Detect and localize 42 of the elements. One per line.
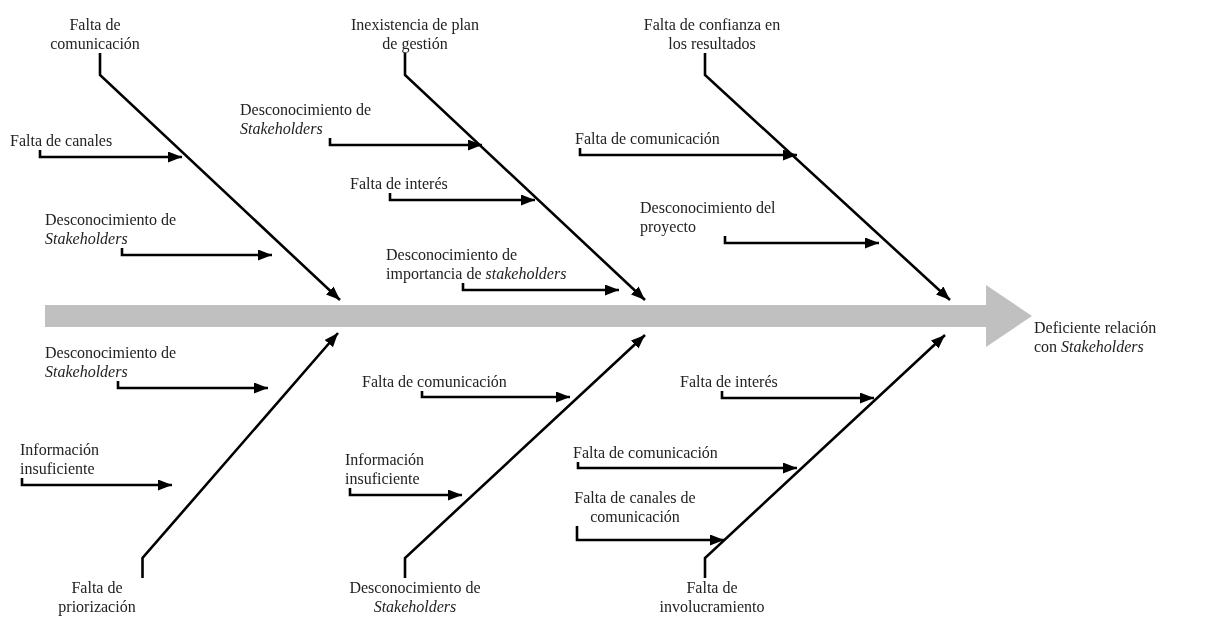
cause-label: Falta de interés <box>350 174 448 193</box>
cause-arrow <box>388 193 535 206</box>
cause-label: Falta de comunicación <box>575 129 720 148</box>
cause-arrow <box>328 138 482 151</box>
cause-arrow <box>348 488 462 501</box>
cause-label: Falta de comunicación <box>573 443 718 462</box>
cause-arrow <box>461 283 619 296</box>
bone-arrow <box>98 53 341 301</box>
spine-arrow <box>45 285 1032 347</box>
bone-arrow <box>403 334 646 578</box>
cause-arrow <box>38 150 182 163</box>
cause-label: Desconocimiento de Stakeholders <box>45 343 195 381</box>
cause-label: Desconocimiento de Stakeholders <box>45 210 195 248</box>
bone-arrow <box>703 53 951 301</box>
cause-arrow <box>20 478 172 491</box>
cause-label: Falta de canales de comunicación <box>560 488 710 526</box>
bone-arrow <box>703 334 946 578</box>
cause-label: Falta de comunicación <box>362 372 507 391</box>
category-label: Falta de comunicación <box>40 15 150 53</box>
cause-arrow <box>575 526 724 546</box>
cause-arrow <box>120 248 272 261</box>
cause-arrow <box>420 391 570 403</box>
category-label: Inexistencia de plan de gestión <box>342 15 488 53</box>
category-label: Falta de involucramiento <box>652 578 772 616</box>
cause-arrow <box>116 381 268 394</box>
cause-label: Desconocimiento de importancia de stakeholders <box>386 245 586 283</box>
effect-label: Deficiente relación con Stakeholders <box>1034 318 1174 356</box>
cause-label: Desconocimiento del proyecto <box>640 198 795 236</box>
cause-arrow <box>720 391 874 404</box>
cause-arrow <box>578 148 797 161</box>
bone-arrow <box>403 53 646 301</box>
category-label: Desconocimiento de Stakeholders <box>340 578 490 616</box>
cause-arrow <box>576 462 797 474</box>
cause-label: Falta de canales <box>10 131 113 150</box>
category-label: Falta de confianza en los resultados <box>642 15 782 53</box>
cause-arrow <box>723 236 879 249</box>
cause-label: Desconocimiento de Stakeholders <box>240 100 390 138</box>
cause-label: Falta de interés <box>680 372 778 391</box>
cause-label: Información insuficiente <box>20 440 120 478</box>
bone-arrow <box>141 332 339 578</box>
cause-label: Información insuficiente <box>345 450 445 488</box>
category-label: Falta de priorización <box>49 578 145 616</box>
